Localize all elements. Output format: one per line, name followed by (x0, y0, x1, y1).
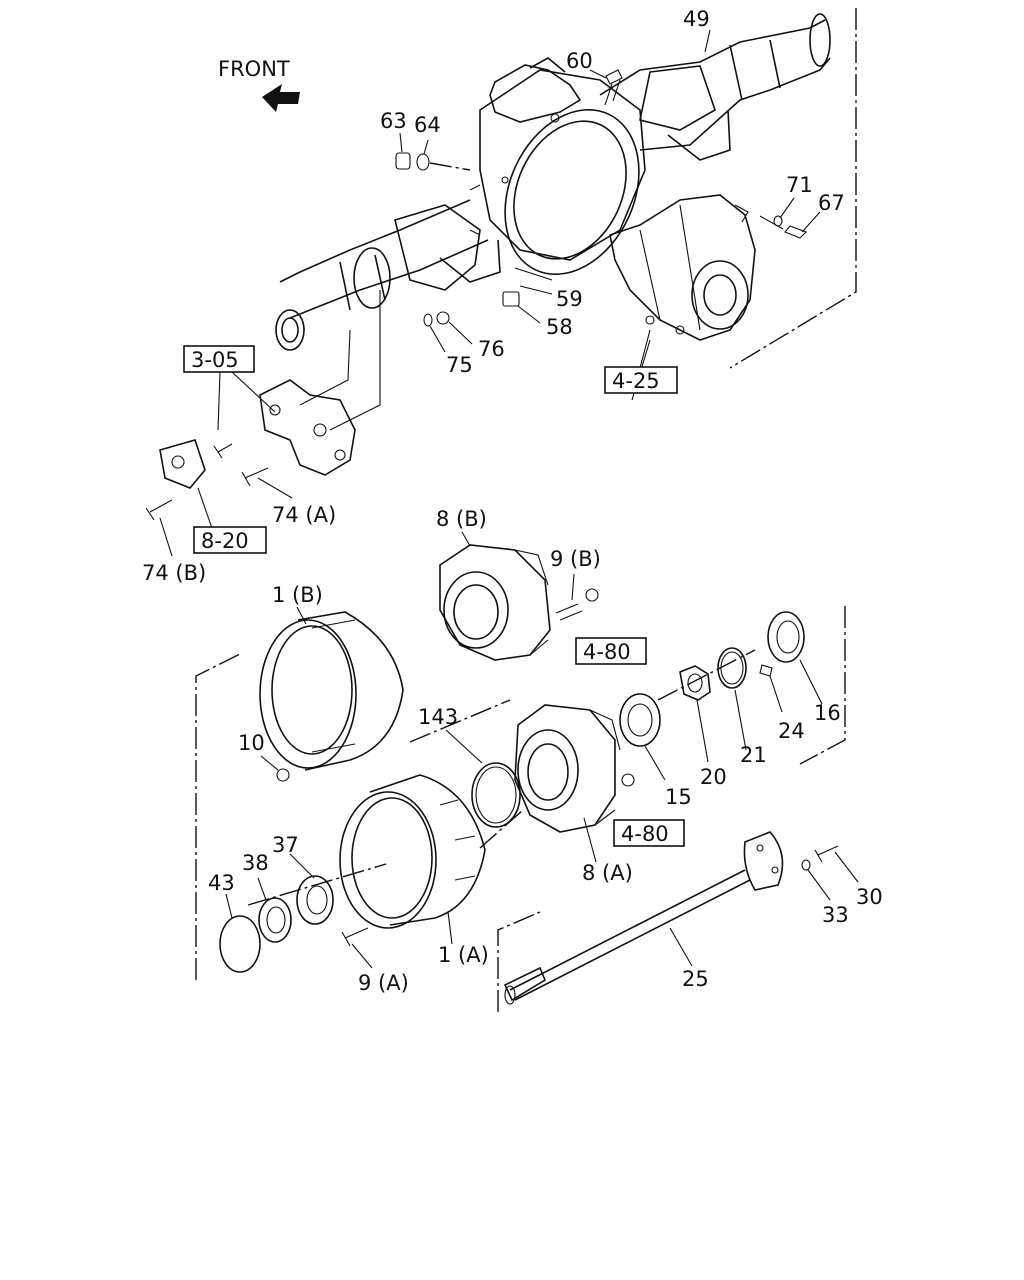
ref-4-25-label: 4-25 (612, 369, 660, 393)
callout-60: 60 (566, 49, 593, 73)
ring-43 (219, 915, 261, 973)
bolt-60 (604, 69, 623, 106)
callout-9a: 9 (A) (358, 971, 409, 995)
ref-box-4-25[interactable]: 4-25 (604, 366, 678, 394)
stud-9b (555, 603, 583, 621)
callout-38: 38 (242, 851, 269, 875)
bolt-30 (814, 845, 839, 863)
callout-71: 71 (786, 173, 813, 197)
washer-21 (717, 647, 747, 689)
callout-58: 58 (546, 315, 573, 339)
nut-76 (436, 311, 450, 325)
ref-box-8-20[interactable]: 8-20 (193, 526, 267, 554)
nut-480a (621, 773, 635, 787)
ref-box-4-80-upper[interactable]: 4-80 (575, 637, 647, 665)
callout-15: 15 (665, 785, 692, 809)
callout-76: 76 (478, 337, 505, 361)
bolt-74a (241, 467, 269, 487)
ref-4-80-upper-label: 4-80 (583, 640, 631, 664)
brake-spider (259, 379, 356, 476)
callout-16: 16 (814, 701, 841, 725)
front-arrow-icon (262, 84, 300, 112)
screw-24 (759, 664, 773, 677)
callout-8a: 8 (A) (582, 861, 633, 885)
brake-drum-1b (259, 611, 404, 771)
ref-8-20-label: 8-20 (201, 529, 249, 553)
callout-21: 21 (740, 743, 767, 767)
callout-49: 49 (683, 7, 710, 31)
callout-24: 24 (778, 719, 805, 743)
ref-3-05-label: 3-05 (191, 348, 239, 372)
seal-38 (258, 897, 292, 943)
callout-63: 63 (380, 109, 407, 133)
nut-480b (585, 588, 599, 602)
callout-74b: 74 (B) (142, 561, 206, 585)
callout-37: 37 (272, 833, 299, 857)
stud-9a (341, 927, 369, 947)
callout-30: 30 (856, 885, 883, 909)
callout-75: 75 (446, 353, 473, 377)
callout-10: 10 (238, 731, 265, 755)
plug-63 (395, 152, 411, 170)
ref-box-4-80-lower[interactable]: 4-80 (613, 819, 685, 847)
callout-1a: 1 (A) (438, 943, 489, 967)
callout-59: 59 (556, 287, 583, 311)
seal-16 (767, 611, 805, 663)
plug-58 (502, 291, 520, 307)
pin-59 (514, 267, 553, 281)
brake-drum-1a (339, 774, 486, 929)
ref-box-3-05[interactable]: 3-05 (183, 345, 255, 373)
bearing-15 (619, 693, 661, 747)
callout-1b: 1 (B) (272, 583, 323, 607)
nut-20 (679, 665, 711, 701)
callout-8b: 8 (B) (436, 507, 487, 531)
front-indicator: FRONT (218, 57, 300, 112)
gasket-64 (416, 153, 430, 171)
callout-33: 33 (822, 903, 849, 927)
axle-shaft-25 (503, 831, 784, 1005)
callout-20: 20 (700, 765, 727, 789)
differential-carrier (609, 194, 756, 341)
callout-64: 64 (414, 113, 441, 137)
hub-8b (439, 544, 551, 661)
washer-33 (801, 859, 811, 871)
axle-housing (275, 13, 831, 351)
washer-75 (423, 313, 433, 327)
callout-25: 25 (682, 967, 709, 991)
callout-labels: 49 60 63 64 71 67 59 58 76 75 74 (A) 74 … (142, 7, 883, 995)
callout-67: 67 (818, 191, 845, 215)
ring-143 (471, 762, 521, 828)
hub-8a (514, 704, 621, 833)
bolt-74b (145, 499, 173, 521)
leader-lines (159, 29, 859, 969)
camshaft-bracket (159, 439, 206, 489)
callout-143: 143 (418, 705, 458, 729)
callout-74a: 74 (A) (272, 503, 336, 527)
ref-4-80-lower-label: 4-80 (621, 822, 669, 846)
bearing-37 (296, 875, 334, 925)
reference-boxes: 3-05 8-20 4-25 4-80 4-80 (183, 345, 685, 847)
callout-43: 43 (208, 871, 235, 895)
front-label: FRONT (218, 57, 290, 81)
callout-9b: 9 (B) (550, 547, 601, 571)
nut-10 (276, 768, 290, 782)
bolt-67 (759, 215, 807, 239)
